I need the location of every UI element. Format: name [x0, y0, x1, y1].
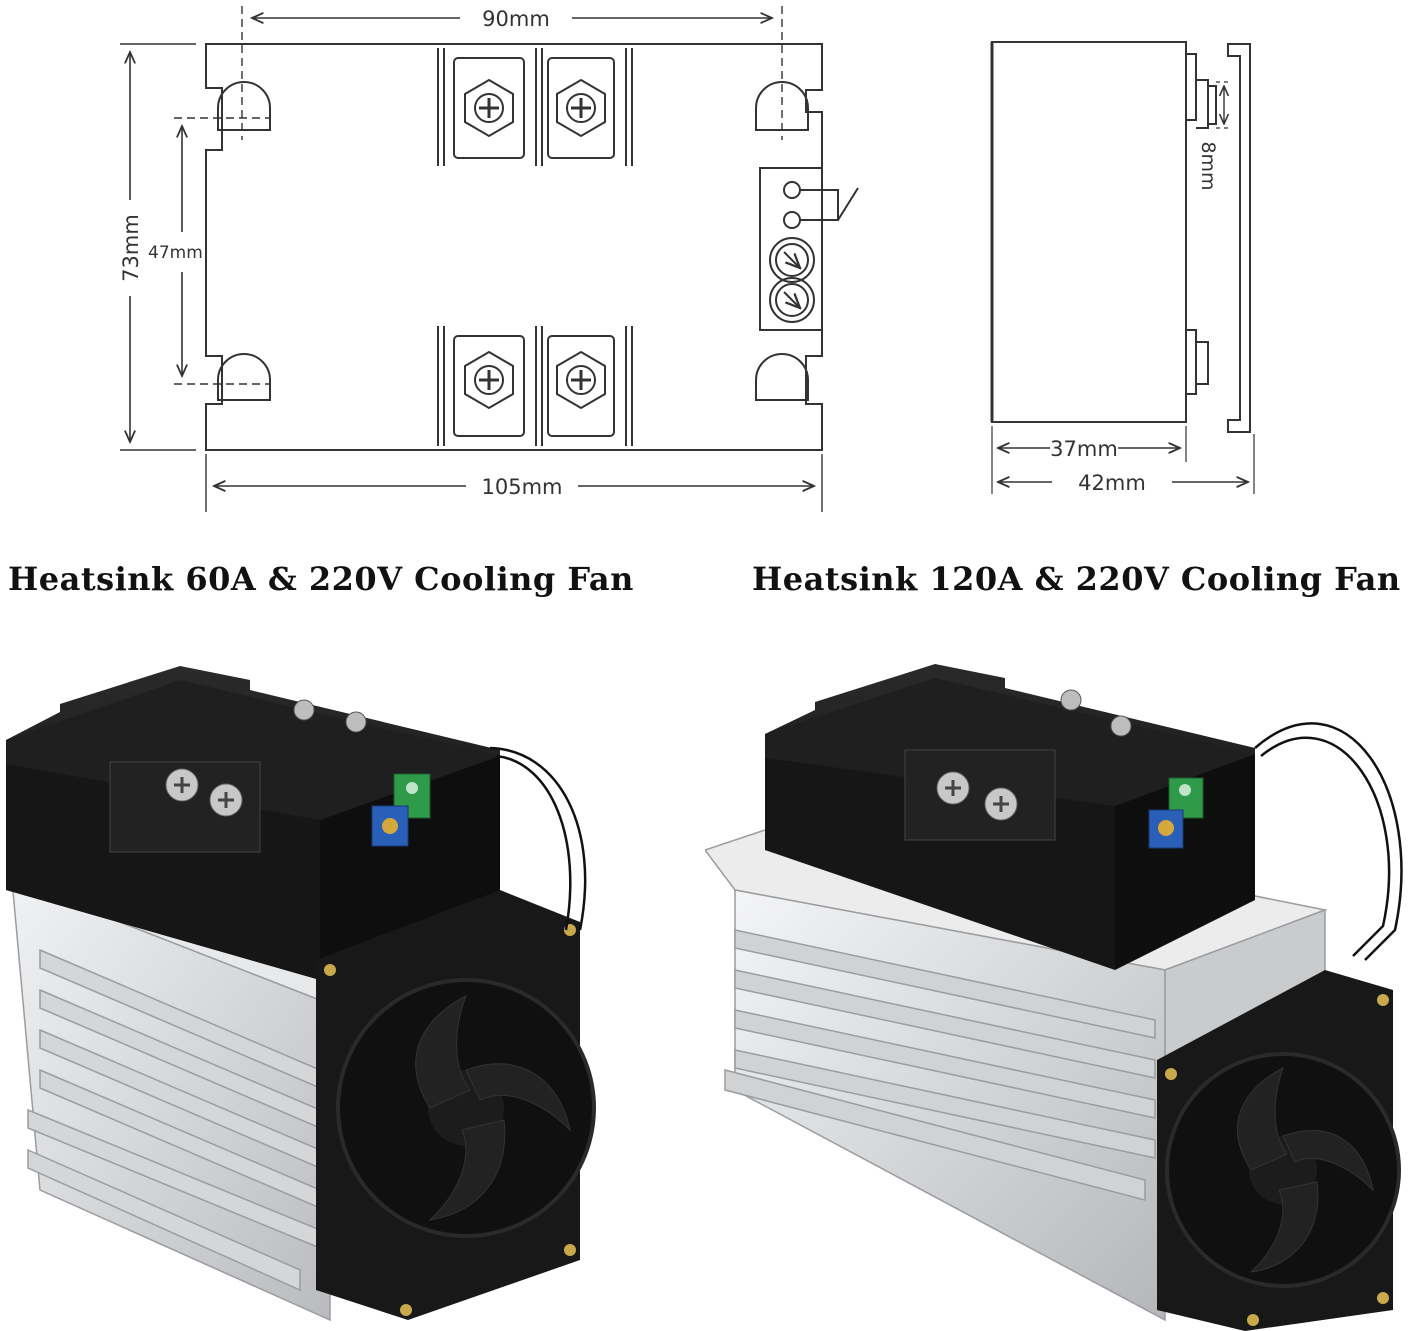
side-bracket [1227, 43, 1251, 433]
fan-wire [489, 746, 587, 931]
terminal-post-top [1186, 53, 1217, 129]
side-body [991, 41, 1187, 423]
terminal-bottom-2 [547, 335, 615, 437]
rear-terminals [1060, 689, 1132, 737]
cooling-fan [1157, 970, 1401, 1331]
terminal-frame-bottom [437, 326, 633, 446]
screw-icon [464, 350, 514, 410]
potentiometer-icon [769, 237, 815, 283]
screw-icon [464, 78, 514, 138]
front-view-drawing: 90mm 105mm 73mm 47mm [0, 0, 859, 512]
terminal-block [109, 761, 261, 853]
mounting-slot-tr [755, 81, 809, 131]
terminal-top-1 [453, 57, 525, 159]
dim-label-105: 105mm [482, 475, 563, 499]
screw-icon [556, 350, 606, 410]
terminal-block [904, 749, 1056, 841]
potentiometer-icon [769, 277, 815, 323]
cooling-fan [316, 890, 596, 1320]
control-panel [759, 167, 823, 331]
mounting-slot-tl [217, 81, 271, 131]
terminal-top-2 [547, 57, 615, 159]
terminal-frame-top [437, 48, 633, 166]
dim-label-8: 8mm [1197, 141, 1219, 190]
mounting-slot-bl [217, 353, 271, 401]
mounting-slot-br [755, 353, 809, 401]
caption-120a: Heatsink 120A & 220V Cooling Fan [752, 560, 1401, 598]
dim-label-42: 42mm [1078, 471, 1146, 495]
product-photo-60a [6, 666, 596, 1322]
terminal-bottom-1 [453, 335, 525, 437]
dim-label-90: 90mm [482, 7, 550, 31]
rear-terminals [293, 699, 367, 733]
fan-wire [1254, 722, 1403, 961]
side-view-drawing: 37mm 42mm 8mm [970, 41, 1410, 530]
caption-60a: Heatsink 60A & 220V Cooling Fan [8, 560, 634, 598]
screw-icon [556, 78, 606, 138]
dim-label-47: 47mm [148, 243, 203, 263]
dim-label-73: 73mm [119, 214, 143, 282]
dim-label-37: 37mm [1050, 437, 1118, 461]
terminal-post-bottom [1186, 329, 1209, 395]
product-photo-120a [705, 664, 1403, 1331]
